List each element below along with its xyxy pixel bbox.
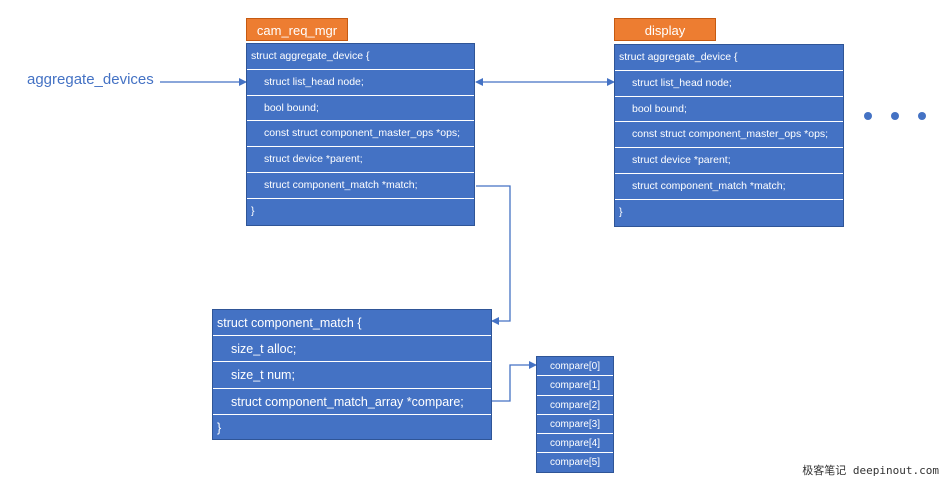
- field-match: struct component_match *match;: [247, 173, 474, 199]
- compare-element: compare[0]: [537, 357, 613, 377]
- field-ops: const struct component_master_ops *ops;: [247, 121, 474, 148]
- field-node: struct list_head node;: [247, 70, 474, 96]
- field-parent: struct device *parent;: [247, 147, 474, 173]
- compare-element: compare[1]: [537, 376, 613, 396]
- compare-element: compare[3]: [537, 415, 613, 435]
- struct-close: }: [251, 204, 255, 217]
- ellipsis-dot: [891, 112, 899, 120]
- match-pointer-arrow: [476, 185, 511, 325]
- field-match: struct component_match *match;: [615, 174, 843, 200]
- field-num: size_t num;: [213, 362, 491, 389]
- ellipsis-dot: [918, 112, 926, 120]
- component-match-struct: struct component_match { size_t alloc; s…: [212, 309, 492, 440]
- aggregate-devices-label: aggregate_devices: [27, 71, 154, 88]
- display-tab: display: [614, 18, 716, 41]
- struct-close: }: [217, 420, 222, 435]
- struct-header: struct component_match {: [213, 310, 491, 337]
- field-ops: const struct component_master_ops *ops;: [615, 122, 843, 149]
- ellipsis-dot: [864, 112, 872, 120]
- compare-array: compare[0] compare[1] compare[2] compare…: [536, 356, 614, 473]
- compare-element: compare[2]: [537, 396, 613, 415]
- watermark: 极客笔记 deepinout.com: [802, 464, 939, 477]
- cam-req-mgr-tab: cam_req_mgr: [246, 18, 348, 41]
- compare-pointer-arrow: [492, 361, 537, 402]
- field-node: struct list_head node;: [615, 71, 843, 97]
- field-parent: struct device *parent;: [615, 148, 843, 174]
- compare-element: compare[4]: [537, 434, 613, 454]
- field-compare: struct component_match_array *compare;: [213, 389, 491, 415]
- cam-req-mgr-aggregate-device-struct: struct aggregate_device { struct list_he…: [246, 43, 475, 226]
- field-bound: bool bound;: [615, 97, 843, 123]
- display-aggregate-device-struct: struct aggregate_device { struct list_he…: [614, 44, 844, 227]
- field-alloc: size_t alloc;: [213, 336, 491, 363]
- struct-header: struct aggregate_device {: [247, 44, 474, 70]
- struct-header: struct aggregate_device {: [615, 45, 843, 71]
- field-bound: bool bound;: [247, 96, 474, 122]
- compare-element: compare[5]: [549, 457, 601, 469]
- struct-close: }: [619, 205, 623, 218]
